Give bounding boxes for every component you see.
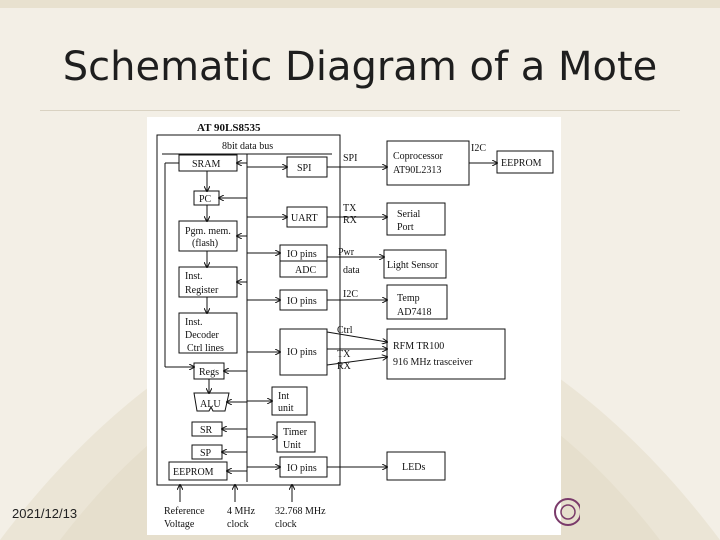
io-pins-label-4: IO pins bbox=[287, 463, 317, 474]
timer-label-1: Timer bbox=[283, 427, 308, 438]
pgm-mem-label-1: Pgm. mem. bbox=[185, 226, 231, 237]
clock-4mhz-label-2: clock bbox=[227, 519, 249, 530]
clock-32mhz-label-1: 32.768 MHz bbox=[275, 506, 326, 517]
signal-i2c: I2C bbox=[343, 289, 358, 300]
temp-label-1: Temp bbox=[397, 293, 420, 304]
int-unit-label-2: unit bbox=[278, 403, 294, 414]
io-pins-label-1: IO pins bbox=[287, 249, 317, 260]
alu-block bbox=[193, 392, 230, 412]
inst-reg-label-1: Inst. bbox=[185, 271, 203, 282]
signal-pwr: Pwr bbox=[338, 247, 355, 258]
signal-i2c-top: I2C bbox=[471, 143, 486, 154]
inst-dec-label-1: Inst. bbox=[185, 317, 203, 328]
uart-label: UART bbox=[291, 213, 318, 224]
clock-32mhz-label-2: clock bbox=[275, 519, 297, 530]
pgm-mem-label-2: (flash) bbox=[192, 238, 218, 249]
spi-block-label: SPI bbox=[297, 163, 311, 174]
light-sensor-label: Light Sensor bbox=[387, 260, 439, 271]
sr-label: SR bbox=[200, 425, 213, 436]
serial-label-1: Serial bbox=[397, 209, 421, 220]
ctrl-lines-label: Ctrl lines bbox=[187, 343, 224, 354]
pc-label: PC bbox=[199, 194, 212, 205]
slide-date: 2021/12/13 bbox=[12, 506, 78, 521]
eeprom-external-label: EEPROM bbox=[501, 158, 542, 169]
io-pins-label-3: IO pins bbox=[287, 347, 317, 358]
regs-label: Regs bbox=[199, 367, 219, 378]
ref-voltage-label-1: Reference bbox=[164, 506, 205, 517]
schematic-diagram: AT 90LS8535 8bit data bus SRAM PC Pgm. m… bbox=[156, 122, 554, 530]
seal-logo-icon bbox=[554, 498, 580, 526]
alu-label: ALU bbox=[200, 399, 221, 410]
signal-data: data bbox=[343, 265, 360, 276]
io-pins-label-2: IO pins bbox=[287, 296, 317, 307]
sram-label: SRAM bbox=[192, 159, 220, 170]
leds-label: LEDs bbox=[402, 462, 425, 473]
signal-rx-1: RX bbox=[343, 215, 358, 226]
coprocessor-block bbox=[386, 140, 470, 186]
adc-label: ADC bbox=[295, 265, 316, 276]
timer-label-2: Unit bbox=[283, 440, 301, 451]
signal-ctrl: Ctrl bbox=[337, 325, 353, 336]
title-divider bbox=[40, 110, 680, 111]
int-unit-label-1: Int bbox=[278, 391, 289, 402]
rfm-label-2: 916 MHz trasceiver bbox=[393, 357, 473, 368]
signal-spi: SPI bbox=[343, 153, 357, 164]
inst-dec-label-2: Decoder bbox=[185, 330, 220, 341]
light-sensor-block bbox=[383, 249, 447, 279]
rfm-transceiver-block bbox=[386, 328, 506, 380]
eeprom-internal-label: EEPROM bbox=[173, 467, 214, 478]
rfm-label-1: RFM TR100 bbox=[393, 341, 444, 352]
coproc-label-1: Coprocessor bbox=[393, 151, 444, 162]
signal-tx-1: TX bbox=[343, 203, 357, 214]
ref-voltage-label-2: Voltage bbox=[164, 519, 195, 530]
signal-tx-2: TX bbox=[337, 349, 351, 360]
inst-reg-label-2: Register bbox=[185, 285, 219, 296]
schematic-panel: AT 90LS8535 8bit data bus SRAM PC Pgm. m… bbox=[147, 117, 561, 535]
sp-label: SP bbox=[200, 448, 212, 459]
slide-title: Schematic Diagram of a Mote bbox=[62, 44, 658, 90]
signal-rx-2: RX bbox=[337, 361, 352, 372]
bus-label: 8bit data bus bbox=[222, 141, 273, 152]
clock-4mhz-label-1: 4 MHz bbox=[227, 506, 256, 517]
coproc-label-2: AT90L2313 bbox=[393, 165, 441, 176]
serial-label-2: Port bbox=[397, 222, 414, 233]
temp-label-2: AD7418 bbox=[397, 307, 431, 318]
chip-name-label: AT 90LS8535 bbox=[197, 122, 261, 134]
mcu-outline bbox=[156, 134, 341, 486]
